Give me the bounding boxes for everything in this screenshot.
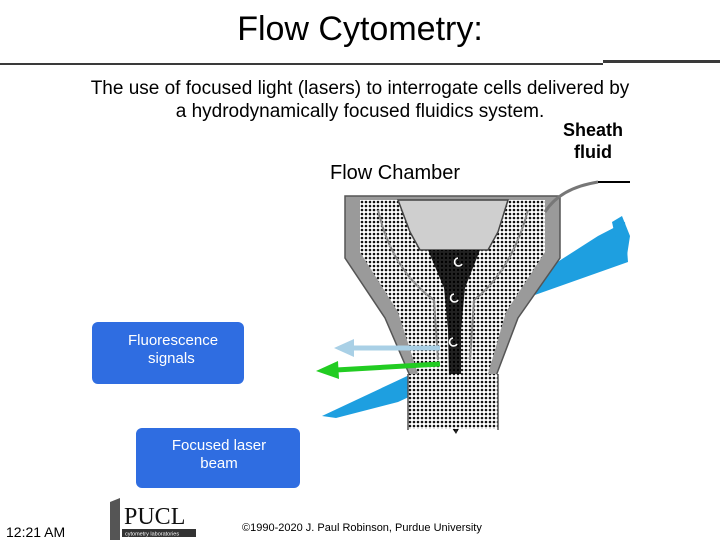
- logo-subtext: cytometry laboratories: [125, 532, 179, 538]
- cells: [448, 257, 463, 347]
- slide-time: 12:21 AM: [6, 524, 66, 540]
- copyright-notice: ©1990-2020 J. Paul Robinson, Purdue Univ…: [242, 522, 482, 534]
- cell-2: [449, 293, 459, 303]
- sheath-fluid-label: Sheath fluid: [548, 119, 638, 163]
- sheath-label-line-2: fluid: [574, 142, 612, 162]
- slide-subtitle: The use of focused light (lasers) to int…: [70, 77, 650, 123]
- exit-channel: [408, 374, 498, 429]
- streamline-right: [469, 209, 529, 361]
- fluorescence-label: Fluorescence signals: [128, 332, 218, 368]
- title-divider-accent: [603, 60, 720, 63]
- cell-1: [453, 257, 463, 267]
- core-stream: [428, 250, 480, 434]
- fluorescence-label-line-1: Fluorescence: [128, 332, 219, 349]
- subtitle-line-1: The use of focused light (lasers) to int…: [90, 78, 630, 99]
- laser-beam-right-edge: [612, 216, 630, 262]
- scatter-light-arrowhead: [334, 339, 354, 357]
- laser-label-line-1: Focused laser: [171, 437, 267, 454]
- subtitle-line-2: a hydrodynamically focused fluidics syst…: [175, 101, 545, 122]
- fluorescence-arrow: [335, 361, 441, 373]
- cell-3: [448, 337, 458, 347]
- sample-inlet-tube: [396, 199, 510, 251]
- fluorescence-label-line-2: signals: [148, 350, 195, 367]
- sheath-tube: [543, 180, 599, 213]
- logo-text: PUCL: [124, 504, 185, 530]
- laser-label-box: [136, 428, 300, 488]
- sheath-label-line-1: Sheath: [562, 120, 623, 140]
- title-divider: [0, 63, 603, 65]
- slide-title: Flow Cytometry:: [237, 10, 483, 48]
- laser-label-line-2: beam: [200, 455, 238, 472]
- flow-chamber-label: Flow Chamber: [330, 162, 461, 184]
- fluorescence-label-box: [92, 322, 244, 384]
- laser-label: Focused laser beam: [164, 437, 274, 473]
- streamline-left: [377, 209, 439, 361]
- fluorescence-arrowhead: [316, 361, 339, 379]
- pucl-logo: PUCL cytometry laboratories: [110, 498, 198, 540]
